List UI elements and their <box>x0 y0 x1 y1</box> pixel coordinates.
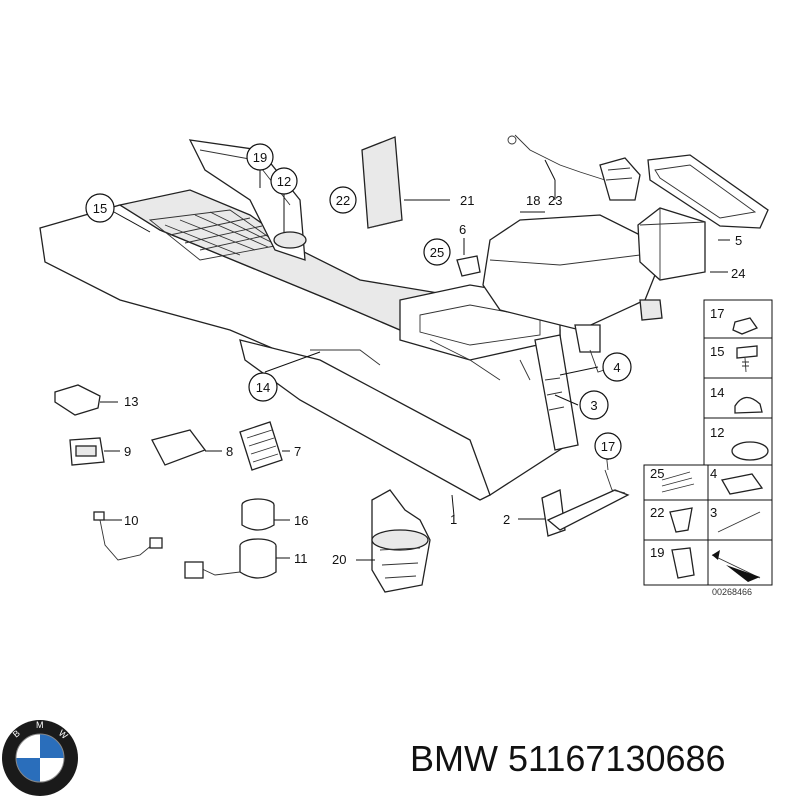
legend-label-12: 12 <box>710 425 724 440</box>
callout-15: 15 <box>85 193 115 223</box>
svg-text:12: 12 <box>277 174 291 189</box>
cable-23 <box>507 134 641 201</box>
legend-label-25: 25 <box>650 466 664 481</box>
callout-5: 5 <box>735 233 742 248</box>
callout-2: 2 <box>503 512 510 527</box>
legend-label-3: 3 <box>710 505 717 520</box>
socket-16 <box>241 498 275 531</box>
svg-text:22: 22 <box>336 193 350 208</box>
panel-8 <box>151 429 207 466</box>
legend-rod-3 <box>717 511 761 533</box>
svg-text:19: 19 <box>253 150 267 165</box>
clip-6 <box>456 255 481 277</box>
footer-part-number: 51167130686 <box>508 738 726 779</box>
bmw-logo: B M W <box>2 720 78 796</box>
socket-11 <box>184 538 277 579</box>
legend-clip-19 <box>671 547 695 579</box>
callout-11: 11 <box>294 551 308 566</box>
svg-text:14: 14 <box>256 380 270 395</box>
callout-25: 25 <box>423 238 451 266</box>
callout-20: 20 <box>332 552 346 567</box>
leader-lines <box>100 159 730 561</box>
svg-text:15: 15 <box>93 201 107 216</box>
grille-7 <box>239 421 283 471</box>
callout-3: 3 <box>579 390 609 420</box>
callout-24: 24 <box>731 266 745 281</box>
storage-bin-24 <box>637 207 706 281</box>
legend-screw-15 <box>736 345 758 373</box>
legend-plate-4 <box>720 473 764 495</box>
legend-spring-25 <box>661 471 695 493</box>
cup-holder-20 <box>371 489 431 593</box>
callout-23: 23 <box>548 193 562 208</box>
center-console <box>39 139 579 501</box>
callout-17: 17 <box>594 432 622 460</box>
svg-text:25: 25 <box>430 245 444 260</box>
legend-label-15: 15 <box>710 344 724 359</box>
svg-text:B: B <box>11 728 22 740</box>
callout-9: 9 <box>124 444 131 459</box>
svg-text:4: 4 <box>613 360 620 375</box>
legend-label-14: 14 <box>710 385 724 400</box>
svg-text:M: M <box>36 720 44 730</box>
wire-10 <box>93 511 163 561</box>
legend-cap-14 <box>734 396 763 414</box>
tray-5 <box>647 154 769 229</box>
legend-clip-17 <box>732 317 759 335</box>
svg-text:3: 3 <box>590 398 597 413</box>
callout-14: 14 <box>248 372 278 402</box>
legend-grid: 17 15 14 12 25 4 22 3 19 00268466 <box>643 299 773 597</box>
part-13-shape <box>54 384 101 416</box>
legend-clip-22 <box>669 507 693 533</box>
armrest-lid <box>482 214 663 353</box>
catalog-number: 00268466 <box>712 587 752 597</box>
footer-part-label: BMW 51167130686 <box>410 738 726 780</box>
legend-arrow-icon <box>711 550 761 582</box>
legend-label-22: 22 <box>650 505 664 520</box>
callout-19: 19 <box>246 143 274 171</box>
callout-7: 7 <box>294 444 301 459</box>
callout-16: 16 <box>294 513 308 528</box>
footer-brand: BMW <box>410 738 498 779</box>
callout-12: 12 <box>270 167 298 195</box>
callout-6: 6 <box>459 222 466 237</box>
callout-21: 21 <box>460 193 474 208</box>
callout-22: 22 <box>329 186 357 214</box>
callout-8: 8 <box>226 444 233 459</box>
svg-text:17: 17 <box>601 439 615 454</box>
callout-18: 18 <box>526 193 540 208</box>
legend-label-4: 4 <box>710 466 717 481</box>
callout-4: 4 <box>602 352 632 382</box>
bracket-2 <box>541 469 630 537</box>
callout-13: 13 <box>124 394 138 409</box>
callout-10: 10 <box>124 513 138 528</box>
callout-1: 1 <box>450 512 457 527</box>
legend-label-17: 17 <box>710 306 724 321</box>
legend-label-19: 19 <box>650 545 664 560</box>
legend-ring-12 <box>731 441 769 461</box>
trim-cover-21 <box>361 136 403 229</box>
switch-9 <box>69 437 105 466</box>
